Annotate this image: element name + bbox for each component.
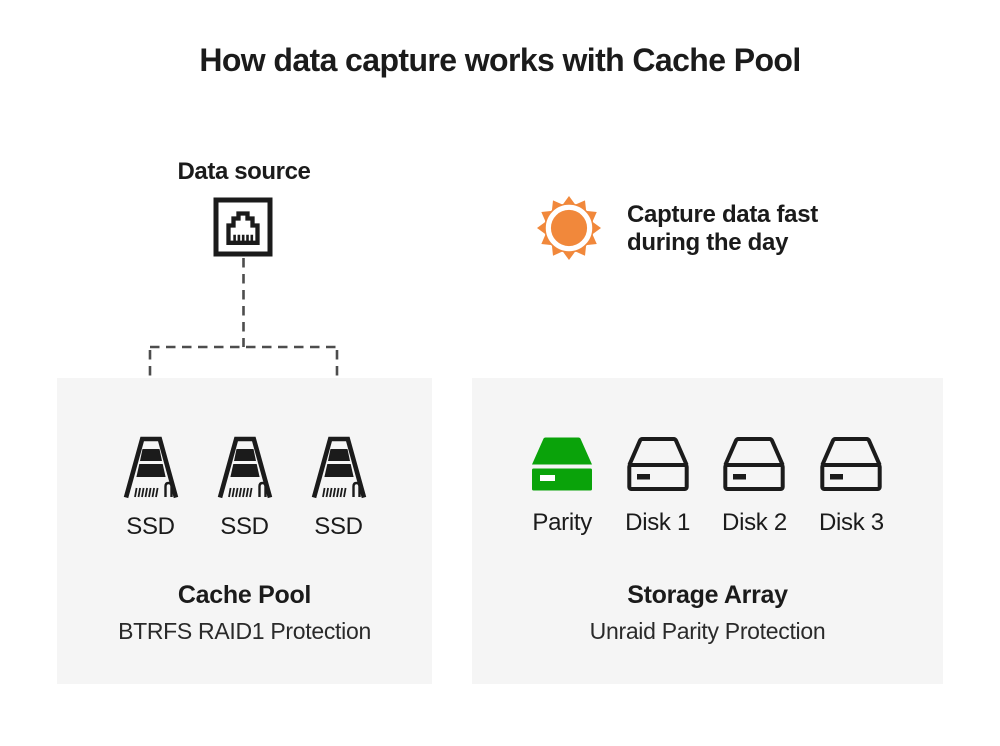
cache-pool-drive-row: SSD SSD	[57, 436, 432, 541]
ethernet-plug-outline	[226, 211, 260, 245]
data-drive-1: Disk 1	[625, 436, 690, 537]
cache-pool-title: Cache Pool	[177, 581, 312, 609]
data-source-label: Data source	[177, 158, 311, 185]
ssd-drive-1: SSD	[123, 436, 179, 541]
data-drive-3: Disk 3	[819, 436, 884, 537]
ssd-drive-3: SSD	[311, 436, 367, 541]
sun-ring	[545, 204, 593, 252]
diagram-title: How data capture works with Cache Pool	[199, 42, 801, 78]
cache-pool-subtitle: BTRFS RAID1 Protection	[118, 618, 371, 644]
sun-disc	[544, 203, 594, 253]
parity-drive: Parity	[531, 436, 593, 537]
dashed-flow-lines	[148, 258, 339, 408]
disk-icon	[820, 437, 883, 491]
data-drive-2: Disk 2	[722, 436, 787, 537]
ethernet-port-icon-svg	[213, 197, 273, 257]
sun-icon	[537, 196, 601, 260]
drive-label: SSD	[220, 513, 269, 540]
ssd-drive-2: SSD	[217, 436, 273, 541]
drive-label: Disk 3	[818, 509, 884, 536]
drive-label: Parity	[532, 509, 592, 536]
ssd-icon	[123, 436, 178, 499]
ethernet-pins	[233, 234, 254, 242]
sun-icon-svg	[537, 196, 601, 260]
drive-label: Disk 2	[722, 509, 787, 536]
storage-array-title: Storage Array	[627, 581, 788, 609]
drive-label: SSD	[126, 513, 175, 540]
cache-pool-panel: SSD SSD	[57, 378, 432, 684]
ssd-icon	[217, 436, 272, 499]
ethernet-port-icon	[213, 197, 273, 257]
drive-label: Disk 1	[625, 509, 691, 536]
storage-array-subtitle: Unraid Parity Protection	[589, 618, 826, 644]
ssd-icon	[311, 436, 366, 499]
disk-icon	[626, 437, 689, 491]
storage-array-drive-row: Parity Disk 1 Disk 2	[472, 436, 943, 537]
parity-disk-icon	[532, 437, 593, 491]
disk-icon	[723, 437, 786, 491]
capture-note-line2: during the day	[627, 229, 789, 256]
capture-note: Capture data fast during the day	[627, 201, 818, 257]
ethernet-outer-frame	[213, 197, 273, 257]
storage-array-panel: Parity Disk 1 Disk 2	[472, 378, 943, 684]
drive-label: SSD	[314, 513, 363, 540]
capture-note-line1: Capture data fast	[627, 201, 818, 228]
